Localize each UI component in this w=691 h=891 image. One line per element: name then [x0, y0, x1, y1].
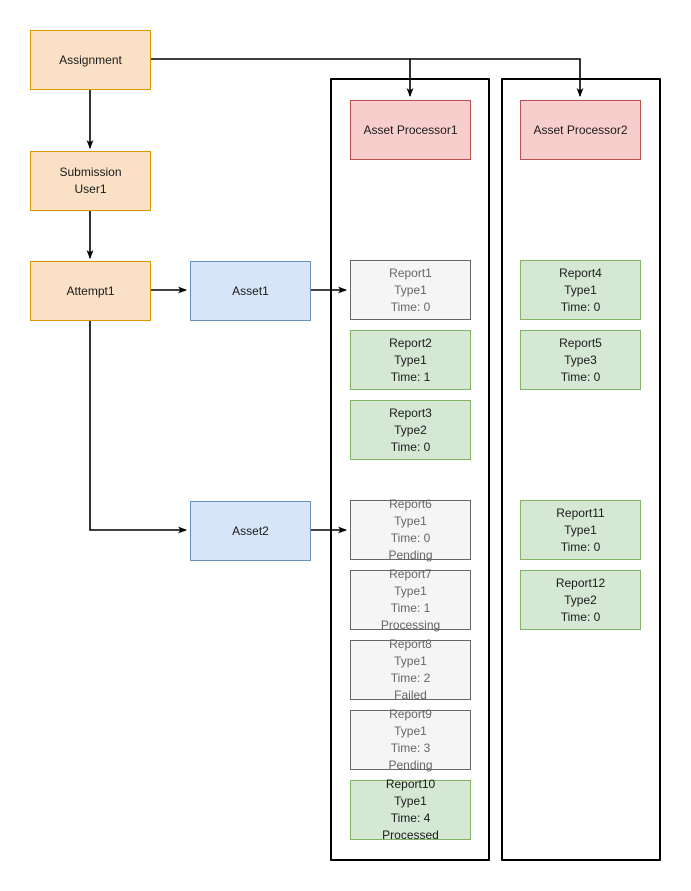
- report-card-report4[interactable]: Report4 Type1 Time: 0: [520, 260, 641, 320]
- report-time: Time: 2: [390, 671, 431, 685]
- node-asset2[interactable]: Asset2: [190, 501, 311, 561]
- node-asset2-label: Asset2: [232, 523, 269, 538]
- report-status: Pending: [388, 758, 433, 772]
- report-name: Report11: [556, 505, 605, 520]
- report-type: Type1: [564, 282, 597, 297]
- node-asset-processor2-label: Asset Processor2: [533, 122, 628, 137]
- report-time: Time: 1: [390, 601, 431, 615]
- report-time: Time: 0: [560, 609, 601, 624]
- report-time: Time: 0: [560, 539, 601, 554]
- report-type: Type1: [394, 654, 427, 668]
- node-attempt1[interactable]: Attempt1: [30, 261, 151, 321]
- node-asset1[interactable]: Asset1: [190, 261, 311, 321]
- report-name: Report4: [559, 265, 602, 280]
- report-status: Processed: [382, 828, 439, 842]
- node-submission-label-line1: Submission: [59, 165, 122, 179]
- report-time: Time: 1: [390, 369, 431, 384]
- report-time: Time: 4: [390, 811, 431, 825]
- report-type: Type2: [394, 422, 427, 437]
- report-name: Report1: [389, 265, 432, 280]
- report-status: Processing: [380, 618, 441, 632]
- report-time: Time: 3: [390, 741, 431, 755]
- report-name: Report7: [389, 567, 432, 581]
- report-name: Report3: [389, 405, 432, 420]
- report-name: Report8: [389, 637, 432, 651]
- report-type: Type1: [394, 794, 427, 808]
- report-card-report11[interactable]: Report11 Type1 Time: 0: [520, 500, 641, 560]
- node-asset1-label: Asset1: [232, 283, 269, 298]
- report-card-report3[interactable]: Report3 Type2 Time: 0: [350, 400, 471, 460]
- report-name: Report6: [389, 497, 432, 511]
- report-type: Type1: [394, 282, 427, 297]
- report-type: Type1: [394, 352, 427, 367]
- node-asset-processor2[interactable]: Asset Processor2: [520, 100, 641, 160]
- edge-attempt1-to-asset2: [89, 321, 187, 534]
- node-asset-processor1-label: Asset Processor1: [363, 122, 458, 137]
- report-name: Report2: [389, 335, 432, 350]
- report-type: Type1: [394, 514, 427, 528]
- node-assignment[interactable]: Assignment: [30, 30, 151, 90]
- report-time: Time: 0: [390, 531, 431, 545]
- report-card-report5[interactable]: Report5 Type3 Time: 0: [520, 330, 641, 390]
- report-time: Time: 0: [390, 439, 431, 454]
- report-card-report6[interactable]: Report6 Type1 Time: 0 Pending: [350, 497, 471, 562]
- node-asset-processor1[interactable]: Asset Processor1: [350, 100, 471, 160]
- report-type: Type1: [394, 724, 427, 738]
- node-submission-label-line2: User1: [74, 182, 107, 196]
- report-type: Type3: [564, 352, 597, 367]
- processor1-container: [330, 78, 490, 861]
- report-card-report7[interactable]: Report7 Type1 Time: 1 Processing: [350, 567, 471, 632]
- report-status: Pending: [388, 548, 433, 562]
- report-card-report10[interactable]: Report10 Type1 Time: 4 Processed: [350, 777, 471, 842]
- report-card-report9[interactable]: Report9 Type1 Time: 3 Pending: [350, 707, 471, 772]
- report-name: Report9: [389, 707, 432, 721]
- report-card-report2[interactable]: Report2 Type1 Time: 1: [350, 330, 471, 390]
- processor2-container: [501, 78, 661, 861]
- report-type: Type2: [564, 592, 597, 607]
- node-attempt1-label: Attempt1: [66, 283, 115, 298]
- node-submission[interactable]: Submission User1: [30, 151, 151, 211]
- report-card-report8[interactable]: Report8 Type1 Time: 2 Failed: [350, 637, 471, 702]
- report-time: Time: 0: [560, 369, 601, 384]
- report-time: Time: 0: [390, 299, 431, 314]
- report-card-report1[interactable]: Report1 Type1 Time: 0: [350, 260, 471, 320]
- report-name: Report5: [559, 335, 602, 350]
- node-assignment-label: Assignment: [59, 52, 122, 67]
- report-name: Report10: [385, 777, 436, 791]
- report-status: Failed: [394, 688, 427, 702]
- report-card-report12[interactable]: Report12 Type2 Time: 0: [520, 570, 641, 630]
- report-time: Time: 0: [560, 299, 601, 314]
- report-type: Type1: [394, 584, 427, 598]
- report-type: Type1: [564, 522, 597, 537]
- report-name: Report12: [555, 575, 606, 590]
